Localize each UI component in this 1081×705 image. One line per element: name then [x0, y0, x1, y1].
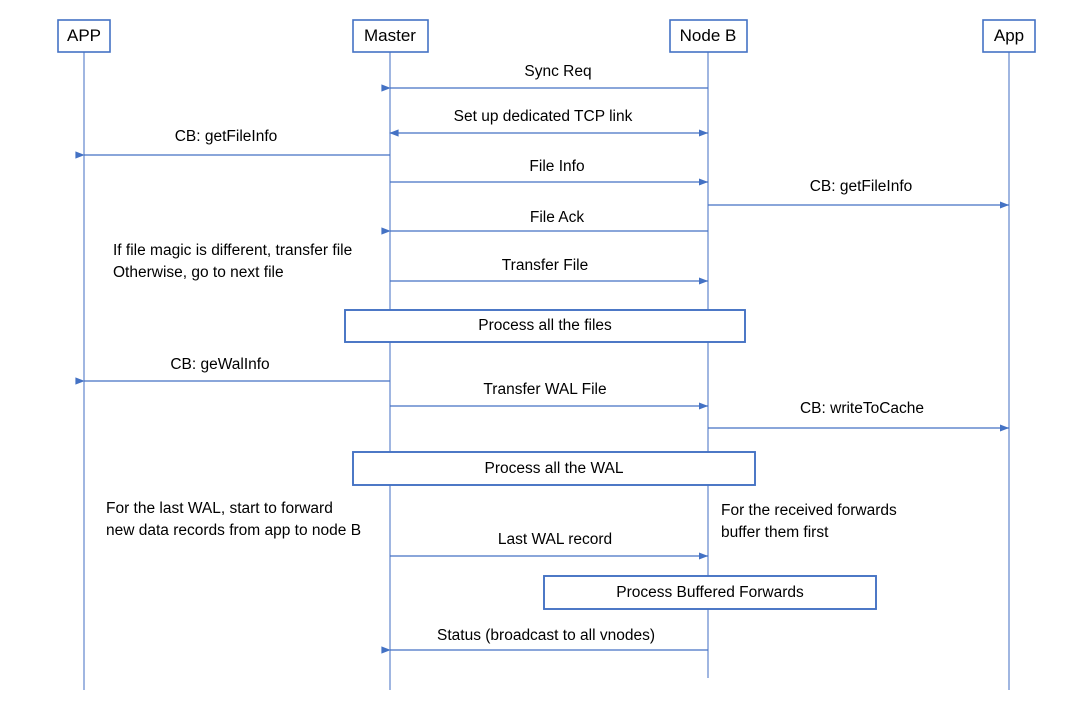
participant-label-master: Master — [364, 26, 416, 45]
message-label-cb-getfileinfo-left: CB: getFileInfo — [174, 128, 278, 145]
message-label-transfer-wal-file: Transfer WAL File — [483, 381, 607, 398]
message-arrows — [75, 84, 1010, 654]
participant-box-master[interactable] — [352, 19, 429, 53]
activation-box-process-all-files[interactable] — [344, 309, 746, 343]
note-buffer-forwards: For the received forwards buffer them fi… — [721, 502, 897, 541]
message-label-status-broadcast: Status (broadcast to all vnodes) — [437, 627, 655, 644]
activation-label-process-all-files: Process all the files — [478, 317, 612, 334]
participant-box-node-b[interactable] — [669, 19, 748, 53]
message-label-setup-tcp-link: Set up dedicated TCP link — [453, 108, 633, 125]
message-label-file-ack: File Ack — [529, 209, 585, 226]
activation-label-process-all-wal: Process all the WAL — [484, 460, 624, 477]
participant-head-master[interactable] — [352, 19, 429, 53]
activation-box-process-buffered-forwards[interactable] — [543, 575, 877, 610]
message-label-cb-gewalinfo: CB: geWalInfo — [170, 356, 270, 373]
message-label-sync-req: Sync Req — [524, 63, 592, 80]
lifelines — [83, 52, 1010, 690]
message-label-transfer-file: Transfer File — [501, 257, 589, 274]
note-last-wal-forward: For the last WAL, start to forward new d… — [106, 500, 362, 539]
participant-box-app-left[interactable] — [57, 19, 111, 53]
participant-box-app-right[interactable] — [982, 19, 1036, 53]
activation-box-process-all-wal[interactable] — [352, 451, 756, 486]
note-file-magic: If file magic is different, transfer fil… — [113, 242, 353, 281]
participant-label-app-right: App — [993, 26, 1025, 45]
activation-label-process-buffered-forwards: Process Buffered Forwards — [616, 584, 804, 601]
message-label-file-info: File Info — [529, 158, 585, 175]
participant-label-node-b: Node B — [679, 26, 737, 45]
participant-head-app-left[interactable] — [57, 19, 111, 53]
participant-head-app-right[interactable] — [982, 19, 1036, 53]
activation-boxes — [344, 309, 877, 610]
message-label-cb-getfileinfo-right: CB: getFileInfo — [809, 178, 913, 195]
message-label-cb-writetocache: CB: writeToCache — [799, 400, 925, 417]
message-label-last-wal-record: Last WAL record — [497, 531, 613, 548]
participant-label-app-left: APP — [66, 26, 102, 45]
participant-head-node-b[interactable] — [669, 19, 748, 53]
